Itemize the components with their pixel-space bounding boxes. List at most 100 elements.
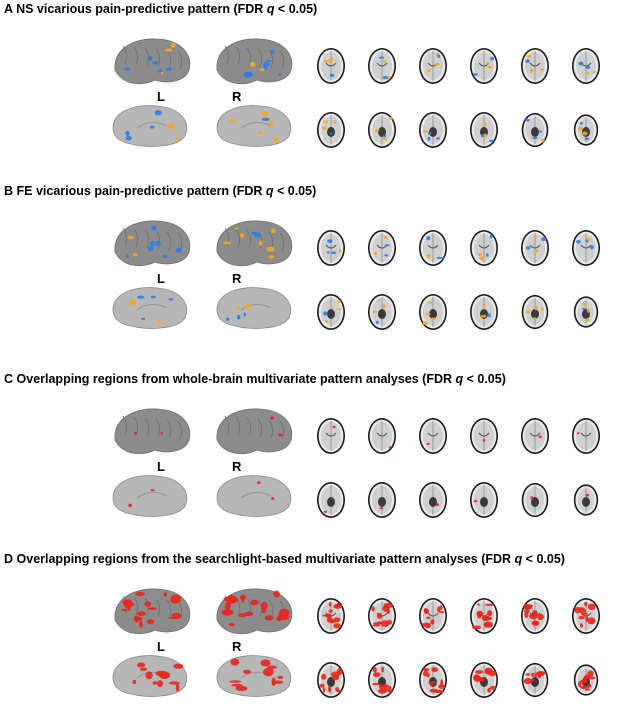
activation-cluster	[327, 239, 333, 243]
activation-cluster	[323, 510, 327, 513]
activation-cluster	[260, 659, 271, 667]
right-hemisphere-lateral	[216, 220, 293, 267]
axial-slice	[521, 48, 549, 84]
q-symbol: q	[455, 372, 464, 386]
activation-cluster	[578, 61, 584, 66]
activation-cluster	[524, 605, 533, 610]
activation-cluster	[534, 234, 537, 239]
slice-ventricle	[427, 432, 439, 437]
sulcus-line	[177, 50, 183, 70]
activation-cluster	[585, 65, 591, 69]
activation-cluster	[586, 308, 590, 313]
activation-cluster	[337, 308, 342, 311]
axial-slice	[368, 48, 396, 84]
activation-cluster	[538, 435, 542, 439]
activation-cluster	[167, 123, 175, 130]
activation-cluster	[431, 667, 438, 673]
sulcus-line	[166, 231, 172, 251]
axial-slice	[368, 482, 396, 518]
activation-cluster	[584, 674, 591, 680]
activation-cluster	[224, 602, 231, 611]
sulcus-line	[268, 419, 274, 439]
activation-cluster	[371, 606, 376, 612]
activation-cluster	[478, 252, 482, 257]
activation-cluster	[383, 134, 387, 138]
left-hemisphere-medial	[112, 475, 187, 517]
activation-cluster	[132, 253, 138, 257]
activation-cluster	[483, 621, 493, 628]
slice-ventricle	[327, 677, 335, 687]
axial-slice	[368, 230, 396, 266]
activation-cluster	[578, 126, 583, 131]
activation-cluster	[472, 625, 482, 630]
activation-cluster	[531, 672, 535, 677]
activation-cluster	[482, 314, 487, 318]
activation-cluster	[134, 432, 137, 435]
activation-cluster	[163, 255, 168, 258]
activation-cluster	[152, 681, 158, 685]
activation-cluster	[525, 59, 530, 63]
activation-cluster	[329, 73, 335, 77]
activation-cluster	[250, 599, 259, 606]
activation-cluster	[584, 688, 591, 691]
activation-cluster	[124, 67, 132, 71]
activation-cluster	[587, 617, 596, 625]
activation-cluster	[489, 234, 493, 239]
activation-cluster	[427, 623, 431, 629]
slice-ventricle	[529, 432, 541, 437]
activation-cluster	[175, 247, 182, 253]
activation-cluster	[489, 685, 497, 690]
activation-cluster	[260, 111, 269, 117]
activation-cluster	[325, 613, 332, 619]
slice-ventricle	[327, 127, 335, 137]
activation-cluster	[323, 120, 329, 124]
activation-cluster	[373, 672, 381, 678]
activation-cluster	[125, 136, 132, 141]
axial-slice	[317, 112, 345, 148]
panel-letter: D	[4, 552, 14, 566]
activation-cluster	[229, 680, 242, 683]
activation-cluster	[524, 118, 530, 122]
activation-cluster	[582, 307, 586, 311]
activation-cluster	[534, 674, 538, 678]
activation-cluster	[422, 622, 426, 627]
activation-cluster	[155, 240, 161, 247]
cortex-medial-surface	[112, 105, 187, 147]
panel-title-text: NS vicarious pain-predictive pattern (FD…	[16, 2, 267, 16]
axial-slice	[470, 230, 498, 266]
activation-cluster	[228, 623, 235, 627]
activation-cluster	[475, 670, 484, 674]
activation-cluster	[530, 496, 534, 500]
activation-cluster	[537, 675, 541, 679]
activation-cluster	[278, 73, 282, 76]
activation-cluster	[132, 679, 137, 685]
activation-cluster	[149, 240, 156, 247]
activation-cluster	[582, 131, 588, 136]
slice-ventricle	[325, 244, 337, 249]
sulcus-line	[122, 45, 128, 65]
activation-cluster	[425, 312, 431, 316]
slice-ventricle	[531, 309, 539, 319]
activation-cluster	[250, 61, 256, 67]
slice-ventricle	[529, 244, 541, 249]
q-symbol: q	[266, 2, 275, 16]
activation-cluster	[481, 304, 486, 307]
sulcus-line	[144, 417, 150, 437]
activation-cluster	[438, 684, 446, 689]
axial-slice	[470, 482, 498, 518]
activation-cluster	[251, 231, 258, 235]
axial-slice	[317, 48, 345, 84]
activation-cluster	[128, 503, 132, 508]
activation-cluster	[383, 687, 388, 693]
sulcus-line	[246, 417, 252, 437]
activation-cluster	[434, 63, 440, 66]
slice-ventricle	[376, 62, 388, 67]
activation-cluster	[525, 246, 531, 250]
activation-cluster	[240, 233, 245, 238]
activation-cluster	[541, 138, 545, 143]
activation-cluster	[324, 320, 328, 323]
activation-cluster	[145, 671, 153, 680]
activation-cluster	[260, 601, 268, 610]
